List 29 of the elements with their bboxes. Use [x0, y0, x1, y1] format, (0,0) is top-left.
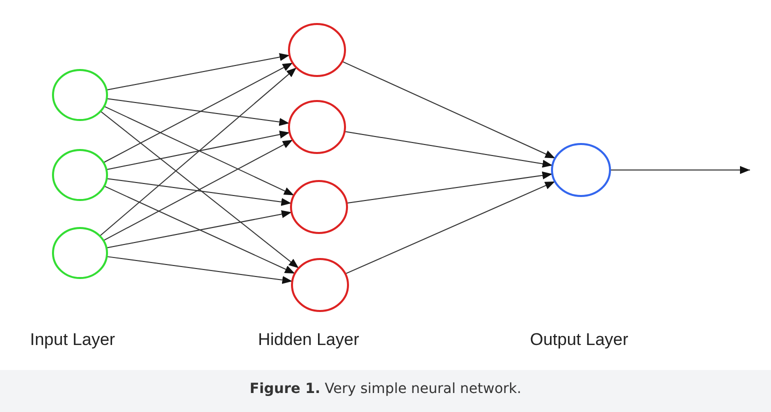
arrow: [344, 131, 553, 168]
input-neuron: [52, 227, 108, 279]
arrow: [99, 67, 297, 237]
arrow: [106, 98, 290, 126]
arrow: [102, 139, 294, 242]
arrow: [104, 186, 296, 274]
arrow: [106, 53, 290, 90]
figure-caption: Figure 1. Very simple neural network.: [248, 381, 522, 397]
arrow: [342, 60, 556, 159]
output-neuron: [551, 143, 611, 197]
layer-label: Hidden Layer: [258, 330, 360, 350]
arrow: [344, 180, 556, 274]
arrow: [104, 106, 294, 196]
hidden-neuron: [291, 258, 349, 312]
arrow: [102, 62, 294, 164]
arrow: [100, 110, 300, 269]
layer-label: Input Layer: [30, 330, 116, 350]
input-neuron: [52, 69, 108, 121]
arrow: [106, 210, 292, 248]
arrow: [610, 166, 750, 174]
layer-label: Output Layer: [530, 330, 628, 350]
hidden-neuron: [290, 180, 348, 234]
arrow: [106, 178, 292, 206]
arrow: [346, 171, 553, 204]
hidden-neuron: [288, 23, 346, 77]
arrow: [106, 130, 290, 170]
input-neuron: [52, 149, 108, 201]
hidden-neuron: [288, 100, 346, 154]
arrow: [106, 256, 293, 284]
